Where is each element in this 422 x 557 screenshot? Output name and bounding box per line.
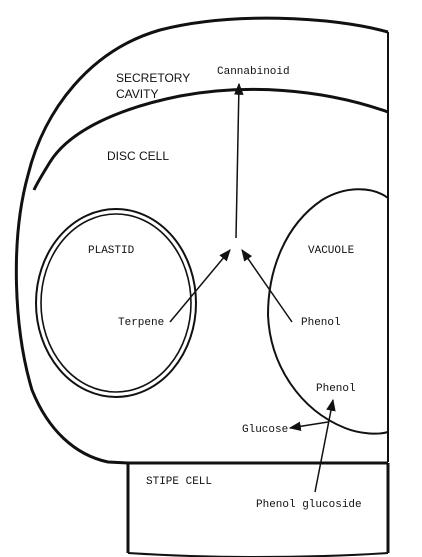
label-plastid: PLASTID bbox=[88, 245, 135, 257]
stipe-cell-wall bbox=[126, 461, 390, 553]
compound-cannabinoid: Cannabinoid bbox=[217, 66, 290, 78]
label-cavity: CAVITY bbox=[116, 87, 158, 101]
stipe-cell-bottom bbox=[127, 552, 389, 557]
compound-phenol-cytoplasm: Phenol bbox=[301, 317, 341, 329]
compound-phenol-vacuole: Phenol bbox=[316, 383, 356, 395]
arrow-phenol-glucoside bbox=[314, 398, 336, 493]
label-stipe-cell: STIPE CELL bbox=[146, 476, 212, 488]
vacuole-membrane bbox=[266, 188, 389, 435]
plastid-inner-membrane bbox=[40, 213, 192, 393]
arrow-glucose bbox=[288, 421, 329, 432]
arrow-phenol bbox=[241, 249, 293, 323]
label-vacuole: VACUOLE bbox=[308, 245, 355, 257]
label-disc-cell: DISC CELL bbox=[107, 149, 169, 163]
label-secretory: SECRETORY bbox=[116, 71, 190, 85]
plastid-outer-membrane bbox=[35, 208, 197, 398]
compound-glucose: Glucose bbox=[242, 424, 288, 436]
compound-terpene: Terpene bbox=[118, 317, 164, 329]
arrow-terpene bbox=[169, 249, 231, 323]
arrow-to-cannabinoid bbox=[233, 82, 244, 239]
compound-phenol-glucoside: Phenol glucoside bbox=[256, 499, 362, 511]
disc-cell-membrane bbox=[32, 87, 389, 191]
gland-outer-wall bbox=[14, 16, 389, 465]
